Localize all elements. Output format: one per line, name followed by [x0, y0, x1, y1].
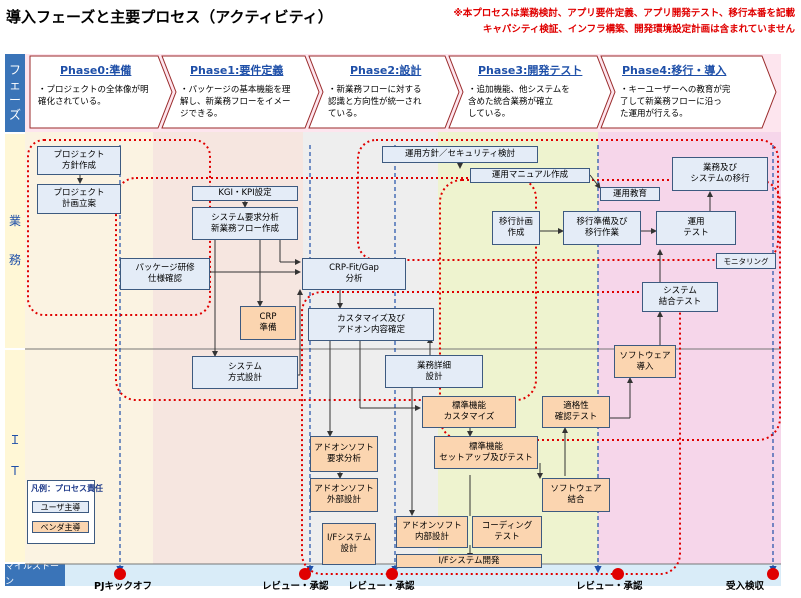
- milestone-dot-review1: [299, 568, 311, 580]
- process-project-plan: プロジェクト計画立案: [37, 184, 121, 214]
- milestone-dot-review3: [612, 568, 624, 580]
- legend: 凡例：プロセス責任 ユーザ主導 ベンダ主導: [27, 480, 103, 544]
- phase3-chevron: [448, 55, 612, 129]
- milestone-dot-acceptance: [767, 568, 779, 580]
- process-standard-customize: 標準機能カスタマイズ: [422, 396, 516, 428]
- process-migration-work: 移行準備及び移行作業: [563, 211, 641, 245]
- legend-title: 凡例：プロセス責任: [31, 484, 103, 493]
- phase4-desc: ・キーユーザーへの教育が完了して新業務フローに沿った運用が行える。: [620, 85, 731, 119]
- process-software-install: ソフトウェア導入: [614, 345, 676, 378]
- process-operation-test: 運用テスト: [656, 211, 736, 245]
- process-coding-test: コーディングテスト: [472, 516, 542, 548]
- milestone-review-1: レビュー・承認: [262, 581, 329, 592]
- process-addon-requirements: アドオンソフト要求分析: [310, 436, 378, 472]
- legend-vendor-led: ベンダ主導: [32, 521, 89, 533]
- phase0-desc: ・プロジェクトの全体像が明確化されている。: [38, 85, 149, 107]
- lane-business-label: 業務: [5, 134, 25, 348]
- phase1-desc: ・パッケージの基本機能を理解し、新業務フローをイメージできる。: [180, 85, 291, 119]
- phase2-title: Phase2:設計: [350, 64, 422, 77]
- band-milestone: [25, 564, 781, 586]
- milestone-dot-kickoff: [114, 568, 126, 580]
- phase2-chevron: [308, 55, 460, 129]
- page-title: 導入フェーズと主要プロセス（アクティビティ）: [6, 8, 333, 26]
- process-addon-external-design: アドオンソフト外部設計: [310, 478, 378, 512]
- process-business-detail-design: 業務詳細設計: [385, 355, 483, 388]
- note-line-2: キャパシティ検証、インフラ構築、開発環境設定計画は含まれていません: [482, 24, 795, 35]
- phase3-desc: ・追加機能、他システムを含めた統合業務が確立している。: [468, 85, 570, 119]
- lane-phase-label: フェーズ: [5, 54, 25, 132]
- process-addon-internal-design: アドオンソフト内部設計: [396, 516, 468, 548]
- milestone-dot-review2: [386, 568, 398, 580]
- milestone-acceptance: 受入検収: [726, 581, 765, 592]
- process-if-system-design: I/Fシステム設計: [322, 523, 376, 565]
- lane-milestone-label: マイルストーン: [5, 562, 65, 587]
- process-customize-addon: カスタマイズ及びアドオン内容確定: [308, 308, 434, 341]
- phase3-title: Phase3:開発テスト: [478, 64, 583, 77]
- phase1-title: Phase1:要件定義: [190, 64, 284, 77]
- process-operation-manual: 運用マニュアル作成: [470, 168, 590, 183]
- milestone-review-3: レビュー・承認: [576, 581, 643, 592]
- process-migration-plan: 移行計画作成: [492, 211, 540, 245]
- milestone-kickoff: PJキックオフ: [94, 581, 152, 592]
- process-software-integration: ソフトウェア結合: [542, 478, 610, 512]
- phase0-title: Phase0:準備: [60, 64, 132, 77]
- process-system-integration-test: システム結合テスト: [642, 282, 718, 312]
- phase4-chevron: [600, 55, 777, 129]
- process-system-requirements: システム要求分析新業務フロー作成: [192, 207, 298, 240]
- process-monitoring: モニタリング: [716, 253, 776, 269]
- note-text: ※本プロセスは業務検討、アプリ要件定義、アプリ開発テスト、移行本番を記載 キャパ…: [375, 6, 795, 38]
- phase1-chevron: [161, 55, 320, 129]
- band-phase1: [153, 132, 303, 564]
- process-standard-setup-test: 標準機能セットアップ及びテスト: [434, 436, 538, 469]
- note-line-1: ※本プロセスは業務検討、アプリ要件定義、アプリ開発テスト、移行本番を記載: [453, 8, 795, 19]
- process-qualification-test: 適格性確認テスト: [542, 396, 610, 428]
- process-kgi-kpi: KGI・KPI設定: [192, 186, 298, 201]
- process-system-design: システム方式設計: [192, 356, 298, 389]
- legend-user-led: ユーザ主導: [32, 501, 89, 513]
- process-project-policy: プロジェクト方針作成: [37, 146, 121, 175]
- process-operation-policy: 運用方針／セキュリティ検討: [382, 146, 538, 163]
- milestone-review-2: レビュー・承認: [348, 581, 415, 592]
- phase0-chevron: [29, 55, 173, 129]
- process-operation-training: 運用教育: [600, 187, 660, 201]
- phase2-desc: ・新業務フローに対する認識と方向性が統一されている。: [328, 85, 422, 119]
- phase4-title: Phase4:移行・導入: [622, 64, 727, 77]
- process-migration: 業務及びシステムの移行: [672, 157, 768, 191]
- process-if-system-dev: I/Fシステム開発: [396, 554, 542, 568]
- process-package-training: パッケージ研修仕様確認: [120, 258, 210, 290]
